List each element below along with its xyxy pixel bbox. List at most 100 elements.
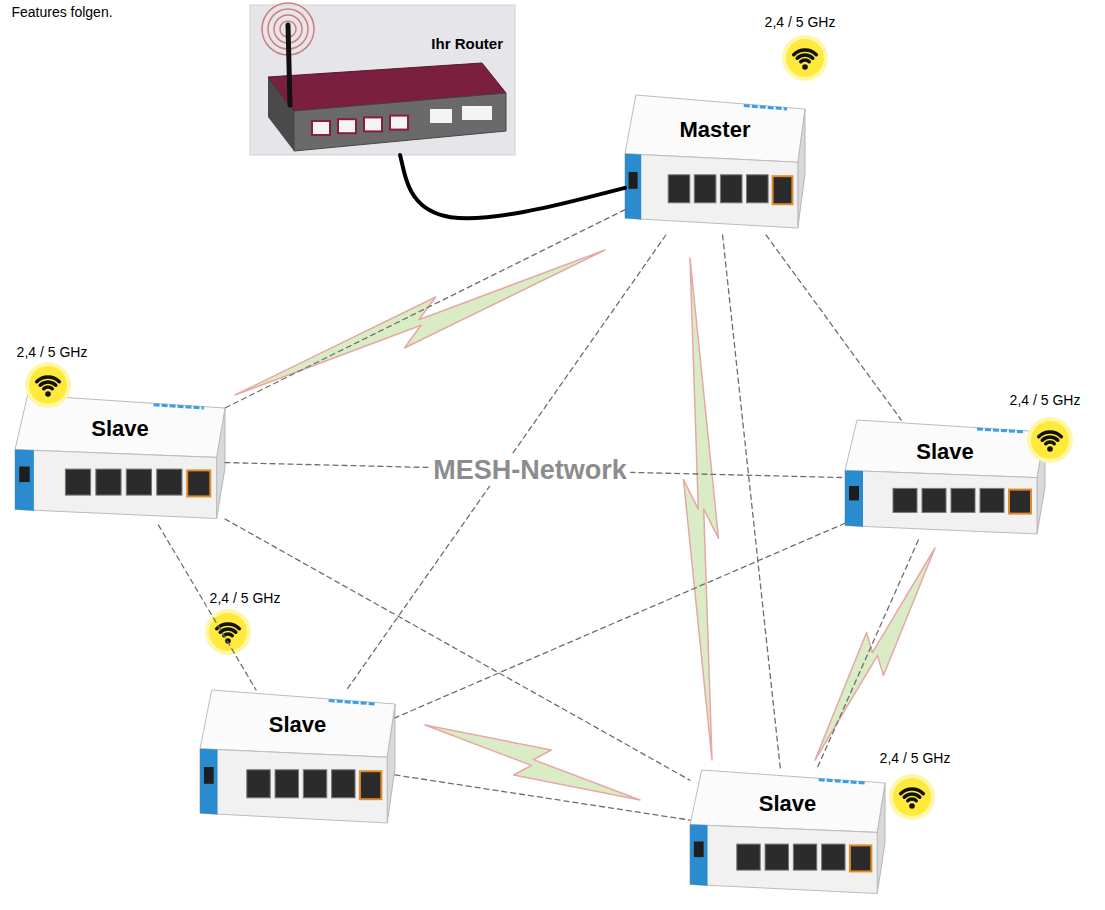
poe-port	[1009, 490, 1031, 514]
ethernet-port	[96, 469, 121, 495]
device-name: Slave	[269, 712, 327, 738]
ethernet-port	[694, 175, 716, 203]
router-title: Ihr Router	[431, 35, 503, 53]
icon-glow	[1027, 417, 1073, 463]
frequency-label: 2,4 / 5 GHz	[207, 590, 284, 607]
device-blue-strip	[200, 749, 218, 815]
mesh-link	[158, 525, 256, 690]
mesh-link	[816, 540, 918, 770]
icon-disc	[1031, 421, 1069, 459]
mesh-link	[766, 235, 901, 420]
mesh-device: Slave	[200, 690, 395, 830]
wireless-link-bolt	[425, 725, 640, 800]
led-strip	[154, 405, 204, 408]
router-port	[390, 116, 408, 130]
wireless-link-bolt	[683, 258, 718, 760]
wifi-arc	[40, 382, 56, 385]
ethernet-port	[157, 469, 182, 495]
ethernet-port	[332, 770, 355, 798]
photo-background	[250, 5, 515, 155]
wifi-arc	[904, 794, 920, 797]
wifi-arc	[901, 789, 924, 794]
mesh-device: Slave	[845, 420, 1045, 540]
wifi-arc	[44, 387, 52, 389]
device-blue-strip	[15, 450, 34, 511]
ethernet-port	[922, 488, 946, 512]
wifi-arc	[37, 377, 60, 382]
router-port	[462, 106, 492, 120]
wifi-arc	[1039, 432, 1062, 437]
wifi-dot	[1047, 446, 1053, 452]
ethernet-port	[951, 488, 975, 512]
wifi-arc	[224, 634, 232, 636]
device-blue-strip	[845, 470, 863, 526]
device-front	[15, 450, 217, 519]
device-illustration	[845, 420, 1045, 534]
power-jack	[694, 842, 704, 858]
device-illustration	[625, 95, 805, 228]
wifi-arc	[1042, 437, 1058, 440]
device-top	[690, 770, 885, 832]
ethernet-port	[765, 844, 788, 870]
wifi-dot	[802, 64, 808, 70]
device-name: Slave	[91, 416, 149, 442]
ethernet-port	[980, 488, 1004, 512]
frequency-label: 2,4 / 5 GHz	[14, 344, 91, 361]
device-top	[200, 690, 395, 757]
device-top	[625, 95, 805, 162]
ethernet-port	[893, 488, 917, 512]
mesh-device: Slave	[15, 395, 225, 525]
mesh-link	[723, 235, 781, 770]
poe-port	[360, 771, 381, 799]
led-strip	[977, 429, 1025, 432]
wifi-arc	[801, 60, 809, 62]
ethernet-port	[303, 770, 326, 798]
device-name: Master	[680, 117, 751, 143]
wireless-link-bolt	[235, 250, 605, 395]
ethernet-port	[747, 175, 769, 203]
led-strip	[329, 701, 376, 705]
wifi-arc	[908, 799, 916, 801]
wifi-icon	[205, 609, 251, 655]
wifi-icon	[889, 774, 935, 820]
icon-glow	[889, 774, 935, 820]
mesh-link	[395, 775, 690, 820]
icon-glow	[205, 609, 251, 655]
ethernet-port	[822, 844, 845, 870]
device-illustration	[690, 770, 885, 894]
ethernet-cable	[400, 155, 625, 218]
icon-disc	[209, 613, 247, 651]
router-port	[364, 117, 382, 131]
router-front	[294, 93, 506, 151]
ethernet-port	[126, 469, 151, 495]
poe-port	[850, 845, 871, 871]
wifi-icon	[25, 362, 71, 408]
icon-glow	[782, 35, 828, 81]
router-port	[312, 121, 330, 135]
note-text: Features folgen.	[8, 4, 115, 21]
device-illustration	[200, 690, 395, 823]
wifi-icon	[782, 35, 828, 81]
mesh-link	[225, 519, 690, 780]
frequency-label: 2,4 / 5 GHz	[877, 750, 954, 767]
ethernet-port	[275, 770, 298, 798]
power-jack	[19, 467, 30, 483]
wireless-link-bolt	[815, 548, 935, 760]
power-jack	[849, 486, 859, 500]
device-top	[845, 420, 1045, 478]
icon-disc	[29, 366, 67, 404]
device-front	[845, 470, 1037, 534]
device-name: Slave	[759, 791, 817, 817]
device-illustration	[15, 395, 225, 519]
led-strip	[819, 780, 866, 783]
icon-glow	[25, 362, 71, 408]
device-front	[690, 825, 877, 894]
ethernet-port	[668, 175, 690, 203]
ethernet-port	[737, 844, 760, 870]
poe-port	[773, 176, 793, 204]
poe-port	[187, 470, 210, 496]
ethernet-port	[65, 469, 90, 495]
device-front	[625, 154, 798, 228]
wifi-icon	[1027, 417, 1073, 463]
wifi-dot	[909, 803, 915, 809]
